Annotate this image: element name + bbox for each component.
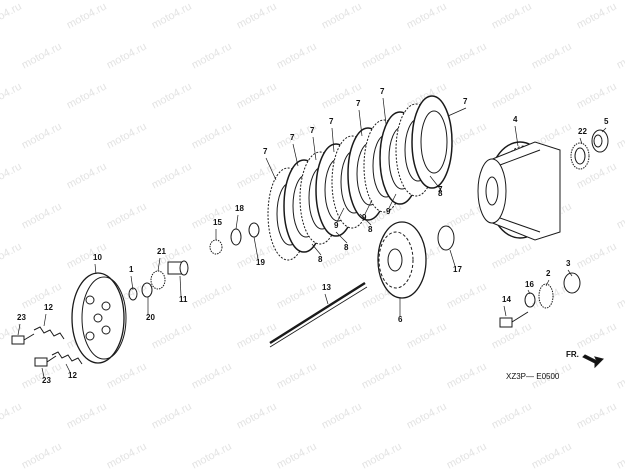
callout-number: 8	[368, 225, 373, 234]
clutch-outer-part	[477, 141, 561, 241]
callout-number: 7	[310, 126, 315, 135]
callout-number: 17	[453, 265, 462, 274]
leader-line	[449, 249, 456, 267]
callout-number: 10	[93, 253, 102, 262]
callout-number: 8	[318, 255, 323, 264]
leader-line	[514, 125, 519, 147]
callout-number: 18	[235, 204, 244, 213]
lifter-piece-part	[167, 260, 189, 276]
callout-number: 15	[213, 218, 222, 227]
callout-number: 9	[334, 221, 339, 230]
leader-line	[364, 199, 373, 215]
leader-line	[235, 214, 239, 230]
leader-line	[579, 137, 583, 145]
callout-number: 21	[157, 247, 166, 256]
callout-number: 16	[525, 280, 534, 289]
leader-line	[43, 313, 47, 327]
clutch-spring-part	[33, 326, 83, 365]
leader-line	[447, 107, 467, 117]
clutch-plate	[411, 95, 453, 189]
clutch-plate-stack	[267, 95, 453, 261]
callout-number: 20	[146, 313, 155, 322]
leader-line	[503, 305, 507, 317]
leader-line	[41, 367, 45, 378]
leader-line	[94, 263, 97, 275]
callout-number: 3	[566, 259, 571, 268]
leader-line	[253, 236, 259, 260]
leader-line	[130, 275, 134, 291]
clutch-plate-inner	[420, 110, 448, 174]
callout-number: 9	[362, 213, 367, 222]
leader-line	[358, 109, 363, 137]
leader-line	[335, 231, 348, 244]
leader-line	[311, 243, 322, 256]
leader-line	[388, 193, 397, 209]
leader-line	[265, 157, 277, 181]
bushing-part	[591, 129, 609, 153]
gear-assembly-part	[499, 272, 581, 328]
callout-number: 11	[179, 295, 188, 304]
callout-number: 6	[398, 315, 403, 324]
callout-number: 7	[463, 97, 468, 106]
callout-number: 7	[329, 117, 334, 126]
leader-line	[65, 363, 71, 373]
callout-number: 7	[438, 185, 443, 194]
leader-line	[331, 127, 335, 153]
callout-number: 19	[256, 258, 265, 267]
leader-line	[312, 136, 317, 161]
leader-line	[336, 207, 345, 223]
callout-number: 7	[290, 133, 295, 142]
callout-number: 14	[502, 295, 511, 304]
diagram-code: XZ3P— E0500	[506, 372, 560, 381]
lifter-rod-part	[269, 281, 368, 348]
callout-number: 22	[578, 127, 587, 136]
needle-bearing-part	[570, 142, 590, 170]
leader-line	[567, 269, 573, 277]
callout-number: 8	[344, 243, 349, 252]
leader-line	[382, 97, 387, 125]
washer-parts	[128, 222, 455, 301]
clutch-center-part	[377, 221, 427, 299]
callout-number: 12	[68, 371, 77, 380]
callout-number: 5	[604, 117, 609, 126]
direction-label: FR.	[566, 350, 579, 359]
leader-line	[429, 175, 442, 191]
callout-number: 4	[513, 115, 518, 124]
pressure-plate-part	[71, 272, 127, 364]
callout-number: 7	[380, 87, 385, 96]
bolt-part	[11, 333, 57, 367]
callout-number: 1	[129, 265, 134, 274]
leader-line	[601, 127, 607, 133]
leader-line	[324, 293, 329, 305]
callout-number: 7	[356, 99, 361, 108]
callout-number: 2	[546, 269, 551, 278]
leader-line	[527, 289, 531, 295]
leader-line	[179, 275, 182, 297]
leader-line	[545, 279, 550, 287]
callout-number: 8	[438, 189, 443, 198]
callout-number: 23	[17, 313, 26, 322]
leader-line	[359, 213, 372, 226]
leader-line	[157, 257, 161, 272]
callout-number: 7	[438, 185, 443, 194]
leader-line	[17, 323, 21, 336]
callout-number: 23	[42, 376, 51, 385]
leader-line	[292, 143, 299, 167]
callout-number: 13	[322, 283, 331, 292]
callout-number: 7	[263, 147, 268, 156]
forward-arrow-icon	[582, 354, 604, 369]
leader-lines	[17, 97, 607, 378]
callout-number: 9	[386, 207, 391, 216]
callout-number: 12	[44, 303, 53, 312]
